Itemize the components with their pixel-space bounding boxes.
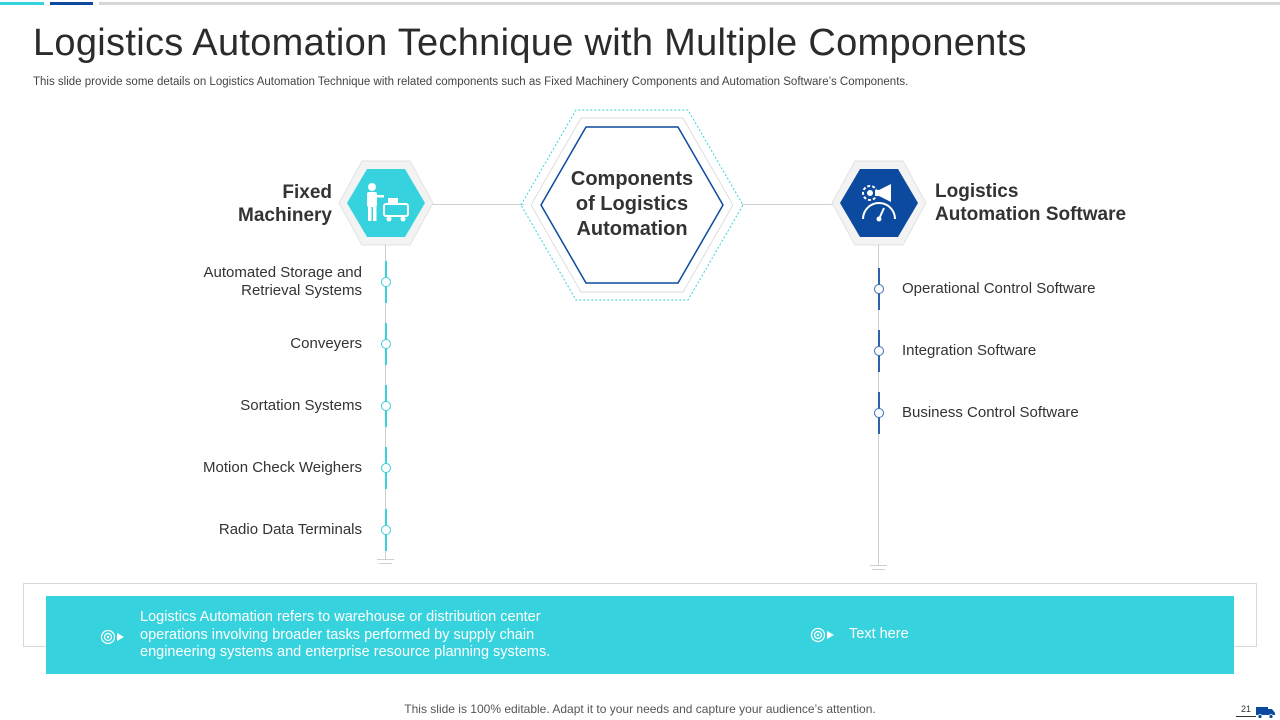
list-item: Automated Storage and Retrieval Systems [150, 264, 362, 300]
fixed-machinery-title-line1: Fixed [282, 182, 332, 203]
automation-software-timeline-end [872, 569, 885, 570]
automation-software-title: Logistics Automation Software [935, 180, 1175, 226]
connector-right [742, 204, 834, 205]
timeline-node [381, 339, 391, 349]
connector-left [432, 204, 524, 205]
center-title-line1: Components [570, 168, 694, 190]
timeline-node [381, 463, 391, 473]
fixed-machinery-title-line2: Machinery [238, 205, 332, 226]
automation-software-title-line1: Logistics [935, 181, 1019, 202]
list-item: Integration Software [902, 342, 1037, 359]
center-title-line3: Automation [576, 218, 688, 240]
timeline-node [381, 401, 391, 411]
list-item: Sortation Systems [240, 397, 362, 414]
center-hexagon [520, 109, 744, 301]
target-arrow-icon [810, 627, 834, 643]
timeline-node [874, 284, 884, 294]
text-placeholder[interactable]: Text here [849, 626, 909, 642]
page-subtitle: This slide provide some details on Logis… [33, 76, 909, 88]
truck-icon [1256, 707, 1275, 719]
automation-software-timeline-end [870, 565, 887, 566]
top-accent-blue [50, 2, 93, 5]
page-number: 21 [1236, 704, 1256, 717]
center-title: Components of Logistics Automation [540, 167, 724, 242]
worker-with-machinery-icon [367, 183, 409, 222]
list-item: Business Control Software [902, 404, 1079, 421]
list-item-line: Retrieval Systems [241, 282, 362, 299]
gear-megaphone-gauge-icon [862, 184, 896, 222]
timeline-node [381, 525, 391, 535]
list-item: Radio Data Terminals [218, 521, 362, 538]
list-item: Motion Check Weighers [203, 459, 362, 476]
bottom-description-line: engineering systems and enterprise resou… [140, 644, 551, 660]
top-accent-teal [0, 2, 44, 5]
footer-note: This slide is 100% editable. Adapt it to… [404, 702, 876, 716]
timeline-node [381, 277, 391, 287]
target-arrow-icon [100, 629, 124, 645]
bottom-description-line: operations involving broader tasks perfo… [140, 626, 535, 643]
bottom-banner [46, 596, 1234, 674]
automation-software-title-line2: Automation Software [935, 204, 1127, 225]
center-title-line2: of Logistics [575, 193, 689, 215]
page-title: Logistics Automation Technique with Mult… [33, 22, 1027, 64]
list-item: Operational Control Software [902, 280, 1096, 297]
timeline-node [874, 346, 884, 356]
bottom-description: Logistics Automation refers to warehouse… [140, 609, 600, 662]
fixed-machinery-timeline-end [377, 559, 394, 560]
fixed-machinery-timeline-end [379, 563, 392, 564]
list-item: Conveyers [290, 335, 362, 352]
timeline-node [874, 408, 884, 418]
bottom-description-line: Logistics Automation refers to warehouse… [140, 609, 541, 625]
list-item-line: Automated Storage and [203, 264, 362, 281]
fixed-machinery-title: Fixed Machinery [200, 181, 332, 227]
top-accent-gray [99, 2, 1280, 5]
